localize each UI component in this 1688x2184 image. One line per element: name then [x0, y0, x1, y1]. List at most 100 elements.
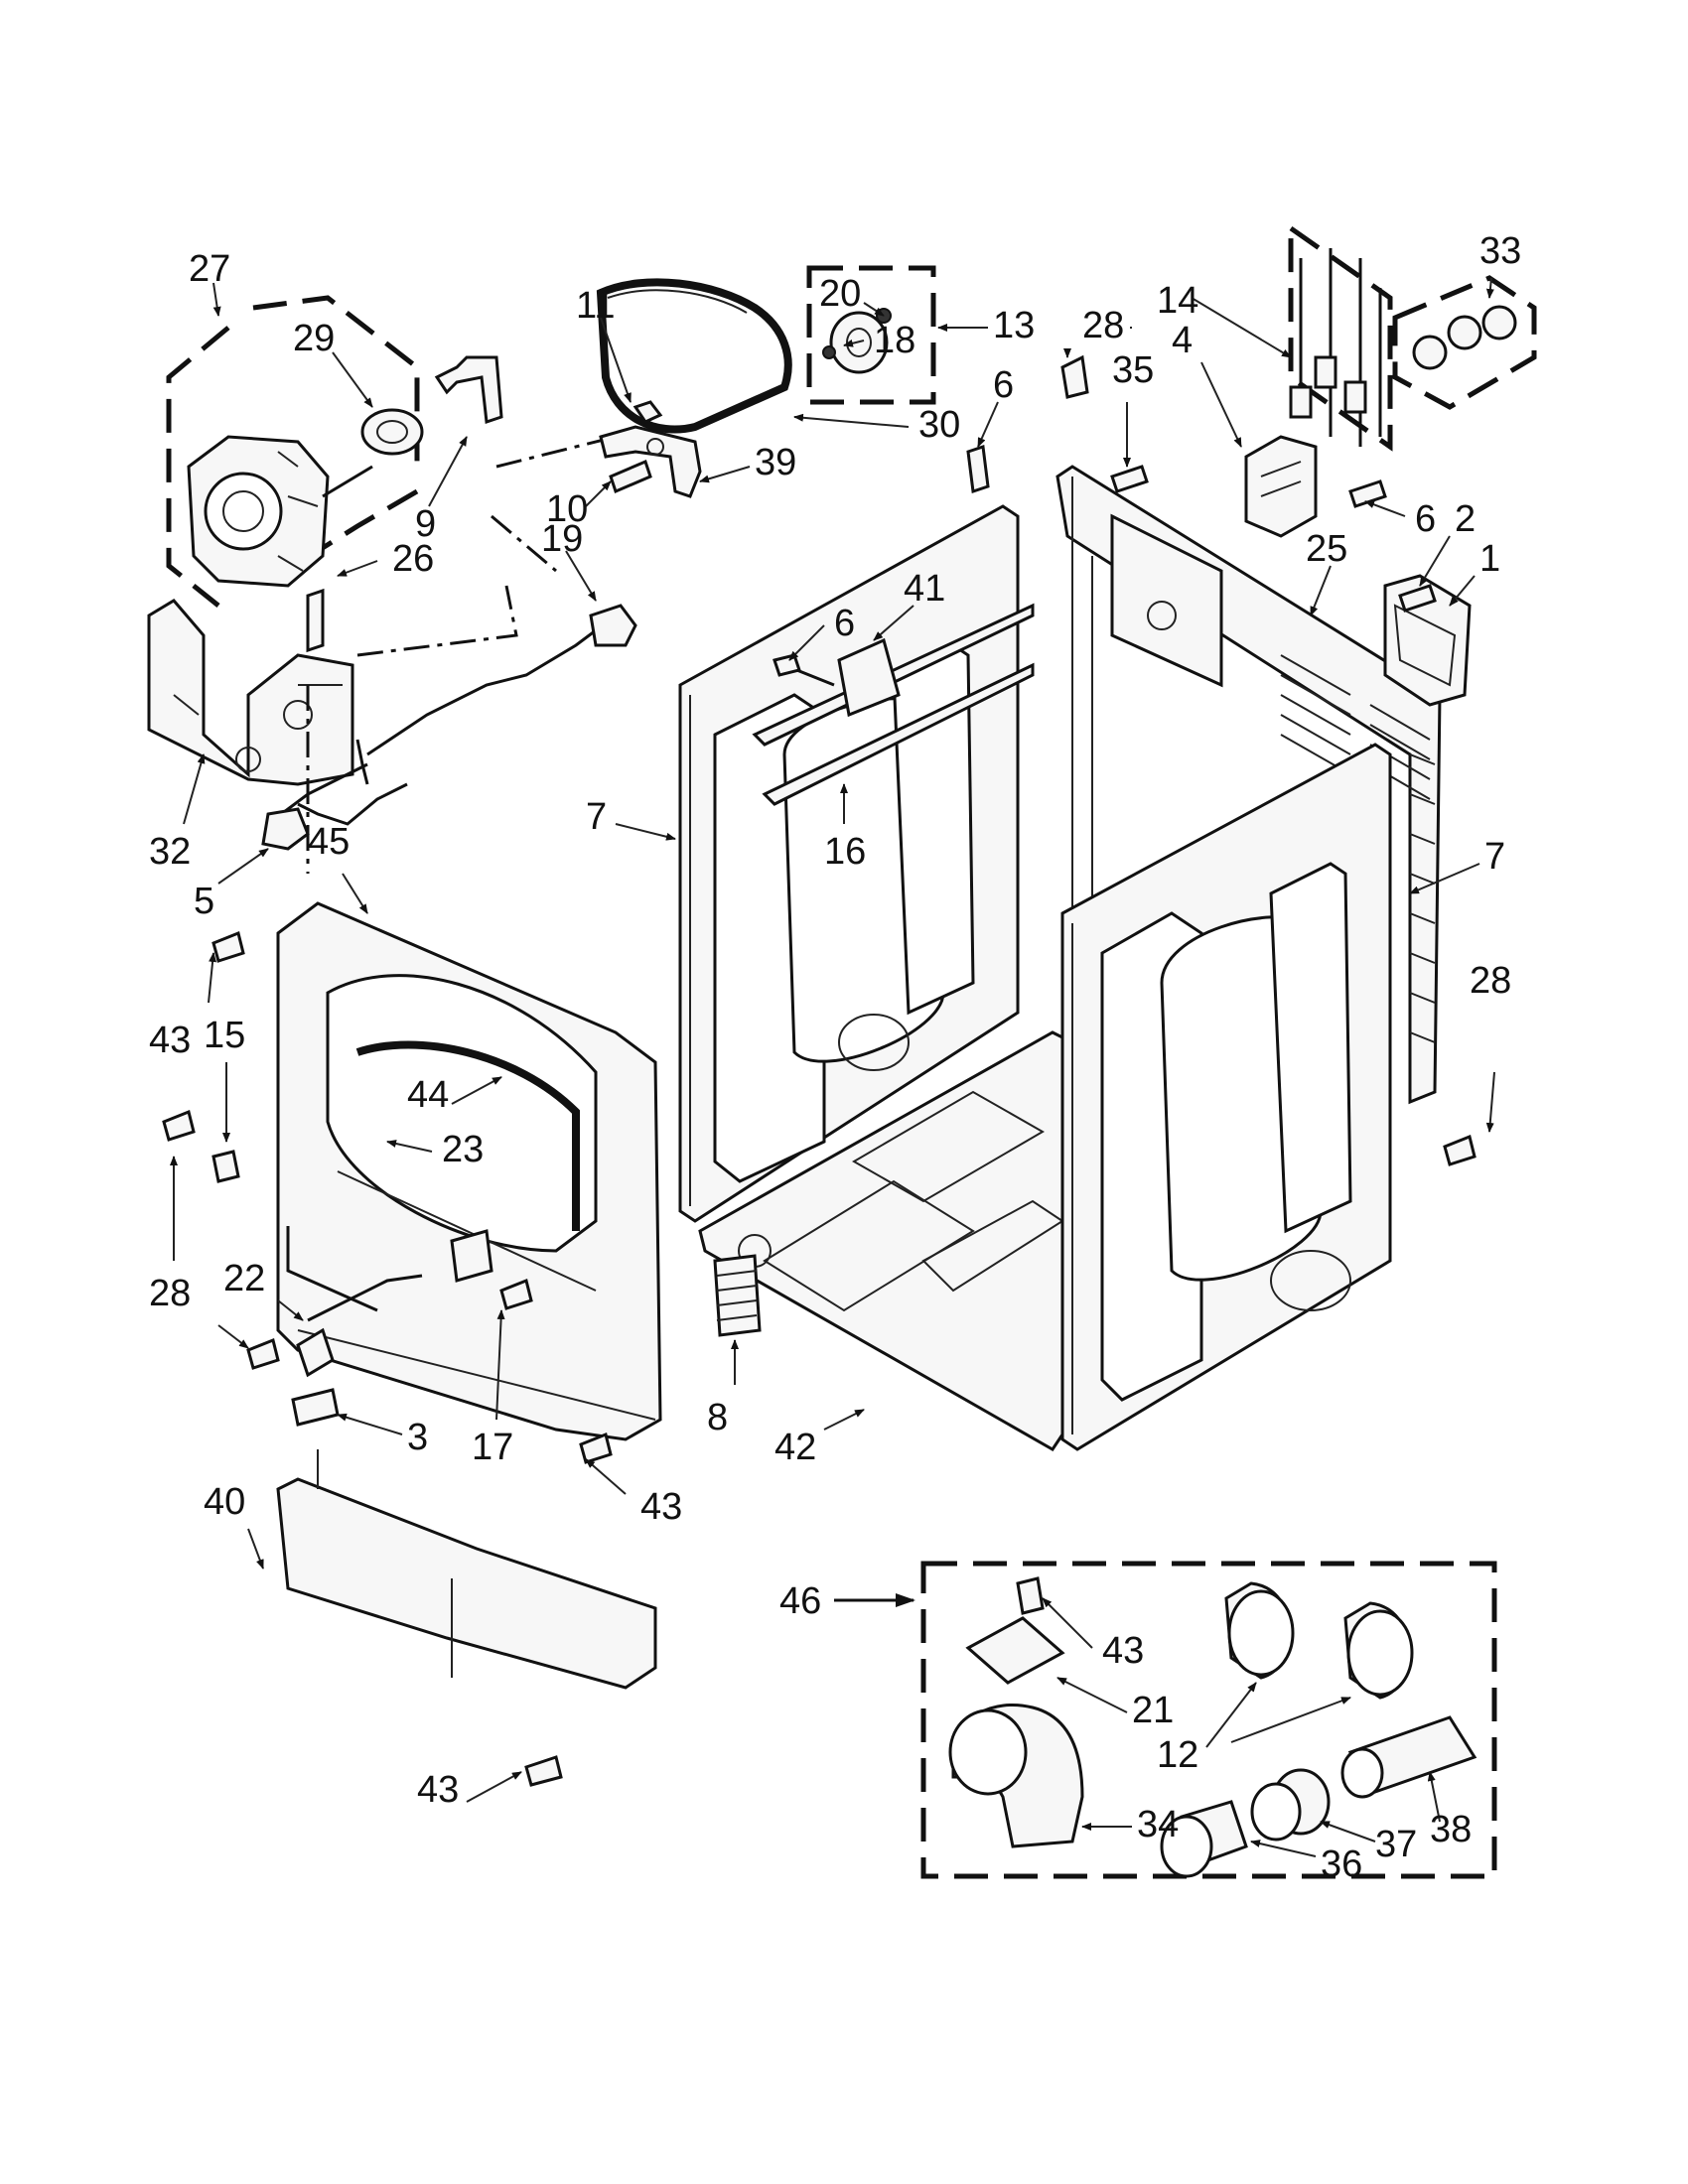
callout-39: 39 — [755, 442, 796, 483]
terminal-connectors — [1412, 305, 1517, 370]
alignment-line-harness — [356, 585, 518, 657]
callout-10: 10 — [546, 488, 588, 530]
wire-terminal-harness — [1289, 248, 1382, 447]
motor-pulley — [360, 408, 424, 456]
callout-7-left: 7 — [586, 796, 607, 838]
callout-36: 36 — [1321, 1843, 1362, 1885]
callout-40: 40 — [204, 1481, 245, 1523]
leveling-leg — [713, 1254, 762, 1337]
callout-25: 25 — [1306, 528, 1347, 570]
callout-35: 35 — [1112, 349, 1154, 391]
callout-45: 45 — [308, 821, 350, 863]
door-catch — [211, 1150, 240, 1183]
drive-belt — [596, 278, 792, 434]
callout-2: 2 — [1455, 498, 1476, 540]
exhaust-outlet — [1160, 1800, 1248, 1878]
callout-14: 14 — [1157, 280, 1198, 322]
callout-43-lower: 43 — [640, 1486, 682, 1528]
callout-18: 18 — [874, 320, 915, 361]
callout-13: 13 — [993, 305, 1035, 346]
callout-34: 34 — [1137, 1804, 1179, 1845]
screw-front-bottom — [246, 1337, 280, 1370]
callout-7-right: 7 — [1484, 836, 1505, 878]
exhaust-port-caps — [1224, 1581, 1414, 1700]
terminal-kit-box — [1392, 275, 1537, 410]
wire-harness — [261, 604, 637, 851]
drive-motor — [187, 435, 373, 588]
callout-43-front: 43 — [149, 1020, 191, 1061]
callout-6-mid: 6 — [834, 603, 855, 644]
callout-12: 12 — [1157, 1734, 1198, 1776]
callout-28-top: 28 — [1082, 305, 1124, 346]
access-cover-screw — [1398, 584, 1437, 613]
exhaust-pipe-straight — [1340, 1715, 1477, 1799]
callout-6-top: 6 — [993, 364, 1014, 406]
terminal-screw — [1110, 465, 1149, 493]
callout-11: 11 — [576, 285, 615, 327]
callout-27: 27 — [189, 248, 230, 290]
cabinet-side-panel-left — [678, 504, 1020, 1223]
vent-slots — [1280, 654, 1431, 800]
callout-44: 44 — [407, 1074, 449, 1116]
motor-assembly-group — [166, 295, 503, 608]
screw-toe-panel — [524, 1755, 563, 1787]
callout-21: 21 — [1132, 1690, 1174, 1731]
screw-front-top — [211, 930, 245, 963]
exhaust-kit-box — [920, 1561, 1497, 1879]
thermal-fuse — [261, 807, 310, 851]
panel-clip — [291, 1388, 340, 1427]
callout-43-kit: 43 — [1102, 1630, 1144, 1672]
callout-labels: 27 29 9 26 19 32 5 45 11 10 39 30 20 18 … — [149, 230, 1521, 1885]
callout-33: 33 — [1479, 230, 1521, 272]
callout-32: 32 — [149, 831, 191, 873]
front-panel — [276, 901, 662, 1441]
motor-kit-bracket-right — [252, 295, 420, 467]
callout-26: 26 — [392, 538, 434, 580]
callout-41: 41 — [904, 568, 945, 610]
toe-panel — [276, 1477, 657, 1690]
callout-28-right: 28 — [1470, 960, 1511, 1002]
callout-43-toe: 43 — [417, 1769, 459, 1811]
callout-1: 1 — [1479, 538, 1500, 580]
callout-30: 30 — [918, 404, 960, 446]
cabinet-back-panel — [1055, 465, 1442, 1201]
idler-spring — [609, 459, 652, 494]
cabinet-side-panel-right — [1060, 743, 1392, 1451]
screw-right-side — [1443, 1134, 1477, 1166]
callout-9: 9 — [415, 503, 436, 545]
callout-6-right: 6 — [1415, 498, 1436, 540]
callout-15: 15 — [204, 1015, 245, 1056]
blower-screw — [306, 588, 325, 653]
exhaust-screw — [1016, 1576, 1045, 1615]
motor-kit-bracket-left — [166, 326, 230, 608]
exhaust-coupling — [1250, 1768, 1331, 1842]
callout-3: 3 — [407, 1417, 428, 1458]
callout-8: 8 — [707, 1397, 728, 1438]
callout-28-left: 28 — [149, 1273, 191, 1314]
terminal-block — [1244, 435, 1318, 538]
door-switch — [450, 1229, 493, 1283]
callout-37: 37 — [1375, 1824, 1417, 1865]
door-strike — [296, 1327, 335, 1378]
callout-17: 17 — [472, 1427, 513, 1468]
callout-22: 22 — [223, 1258, 265, 1299]
callout-19: 19 — [541, 518, 583, 560]
callout-20: 20 — [819, 273, 861, 315]
leader-lines — [170, 277, 1495, 1857]
callout-46: 46 — [779, 1580, 821, 1622]
motor-clamp — [434, 355, 503, 425]
idler-pulley-kit-box — [806, 265, 936, 405]
back-panel-screw — [1060, 354, 1089, 399]
callout-29: 29 — [293, 318, 335, 359]
alignment-line-belt — [495, 435, 617, 469]
screw-front-lower — [579, 1432, 613, 1464]
harness-kit-box — [1288, 223, 1393, 452]
callout-4: 4 — [1172, 320, 1193, 361]
callout-16: 16 — [824, 831, 866, 873]
cabinet-screw-top — [966, 444, 990, 494]
exhaust-cover-plate — [965, 1616, 1065, 1685]
callout-42: 42 — [774, 1427, 816, 1468]
terminal-block-screw — [1348, 479, 1387, 508]
exhaust-elbow — [948, 1703, 1084, 1848]
